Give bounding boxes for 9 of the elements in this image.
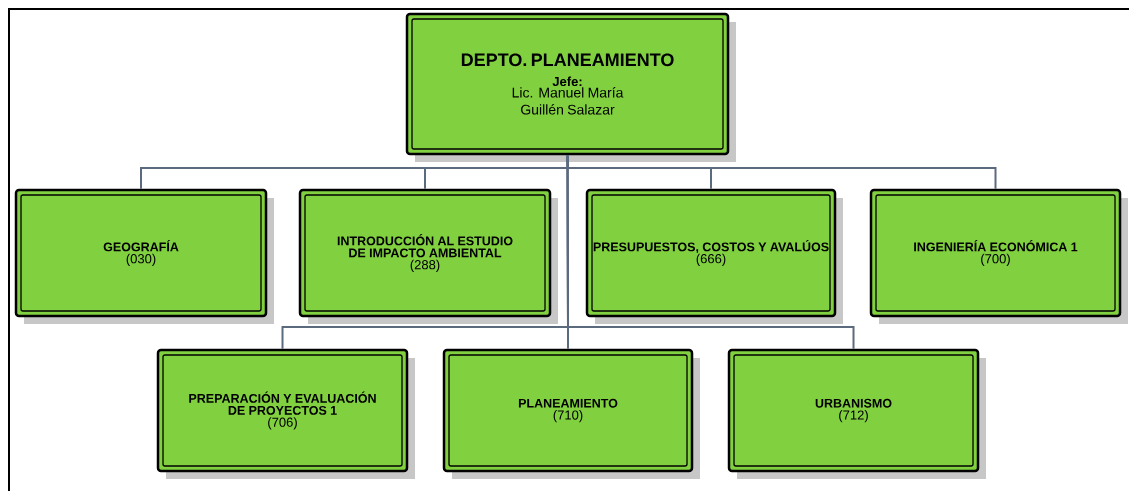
- course-box: PRESUPUESTOS, COSTOS Y AVALÚOS (666): [585, 188, 843, 324]
- course-box: URBANISMO (712): [727, 348, 986, 479]
- course-box: GEOGRAFÍA (030): [14, 188, 274, 324]
- connector-line: [566, 154, 855, 350]
- course-box: PLANEAMIENTO (710): [442, 348, 700, 479]
- department-box: DEPTO. PLANEAMIENTO Jefe: Lic. Manuel María Guillén Salazar: [405, 12, 736, 162]
- course-box: INTRODUCCIÓN AL ESTUDIO DE IMPACTO AMBIENTAL (288): [298, 188, 558, 324]
- course-box: INGENIERÍA ECONÓMICA 1 (700): [869, 188, 1128, 324]
- course-box: PREPARACIÓN Y EVALUACIÓN DE PROYECTOS 1 (706): [156, 348, 415, 479]
